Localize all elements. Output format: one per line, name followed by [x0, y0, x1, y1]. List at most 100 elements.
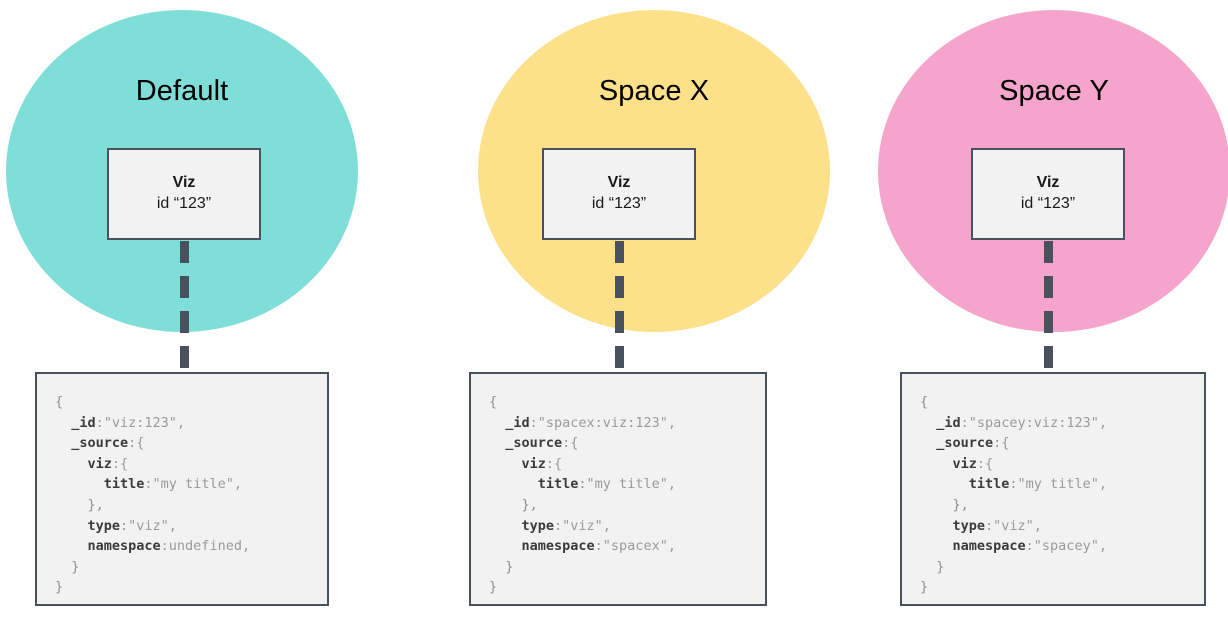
code-line: { — [489, 392, 765, 413]
viz-node-id-label: id “123” — [156, 195, 212, 212]
code-line: title:"my title", — [55, 474, 327, 495]
code-line: title:"my title", — [920, 474, 1204, 495]
code-value: :{ — [993, 435, 1010, 452]
code-key: _source — [505, 435, 563, 452]
viz-node-id-label: id “123” — [1020, 195, 1076, 212]
code-key: _source — [936, 435, 994, 452]
code-key: namespace — [952, 538, 1026, 555]
code-key: viz — [87, 455, 112, 472]
code-key: type — [952, 517, 986, 534]
code-line: type:"viz", — [489, 516, 765, 537]
connector-dash — [615, 241, 624, 263]
connector-dash — [1044, 241, 1053, 263]
code-value: :"spacey", — [1025, 538, 1107, 555]
viz-node-id-label: id “123” — [591, 195, 647, 212]
connector-dash — [180, 311, 189, 333]
connector-dash — [1044, 346, 1053, 368]
code-brace: } — [489, 579, 498, 596]
code-key: title — [968, 476, 1010, 493]
document-code-block-default: { _id:"viz:123", _source:{ viz:{ title:"… — [35, 372, 329, 606]
dashed-connector-spacey — [1044, 241, 1053, 372]
code-line: viz:{ — [489, 454, 765, 475]
code-line: _source:{ — [55, 433, 327, 454]
code-line: _id:"spacex:viz:123", — [489, 413, 765, 434]
code-value: :undefined, — [160, 538, 251, 555]
code-key: viz — [952, 455, 977, 472]
code-line: viz:{ — [920, 454, 1204, 475]
connector-dash — [180, 346, 189, 368]
code-key: viz — [521, 455, 546, 472]
viz-node-type-label: Viz — [607, 174, 631, 191]
code-brace: { — [55, 394, 64, 410]
space-title-spacex: Space X — [598, 75, 710, 107]
code-line: _id:"spacey:viz:123", — [920, 413, 1204, 434]
code-value: :{ — [562, 435, 579, 452]
code-line: }, — [55, 495, 327, 516]
code-line: _source:{ — [489, 433, 765, 454]
code-line: }, — [489, 495, 765, 516]
code-value: :"spacey:viz:123", — [960, 414, 1107, 431]
code-key: _id — [71, 414, 96, 431]
code-value: :"my title", — [1009, 476, 1107, 493]
viz-node-spacey: Viz id “123” — [971, 148, 1125, 240]
space-column-spacey: Space Y Viz id “123” { _id:"spacey:viz:1… — [860, 0, 1228, 622]
code-line: } — [55, 577, 327, 598]
code-line: } — [920, 557, 1204, 578]
code-value: :"spacex:viz:123", — [529, 414, 676, 431]
code-line: namespace:undefined, — [55, 536, 327, 557]
code-value: :"viz", — [120, 517, 177, 534]
code-key: namespace — [87, 538, 161, 555]
viz-node-default: Viz id “123” — [107, 148, 261, 240]
code-value: :{ — [128, 435, 145, 452]
code-value: :"viz", — [985, 517, 1042, 534]
connector-dash — [615, 276, 624, 298]
code-value: :"my title", — [144, 476, 242, 493]
code-brace: }, — [55, 496, 104, 513]
code-brace: } — [489, 558, 514, 575]
code-brace: } — [55, 579, 64, 596]
code-value: :"viz", — [554, 517, 611, 534]
code-brace: }, — [920, 496, 969, 513]
code-key: namespace — [521, 538, 595, 555]
code-key: _source — [71, 435, 129, 452]
code-line: } — [920, 577, 1204, 598]
code-value: :"my title", — [578, 476, 676, 493]
space-column-default: Default Viz id “123” { _id:"viz:123", _s… — [0, 0, 410, 622]
code-line: _source:{ — [920, 433, 1204, 454]
code-value: :{ — [111, 455, 129, 472]
code-value: :{ — [976, 455, 994, 472]
document-code-block-spacey: { _id:"spacey:viz:123", _source:{ viz:{ … — [900, 372, 1206, 606]
code-line: { — [920, 392, 1204, 413]
viz-node-type-label: Viz — [1036, 174, 1060, 191]
code-line: namespace:"spacey", — [920, 536, 1204, 557]
connector-dash — [1044, 276, 1053, 298]
code-line: } — [489, 577, 765, 598]
code-line: viz:{ — [55, 454, 327, 475]
code-line: type:"viz", — [920, 516, 1204, 537]
viz-node-type-label: Viz — [172, 174, 196, 191]
document-code-block-spacex: { _id:"spacex:viz:123", _source:{ viz:{ … — [469, 372, 767, 606]
code-key: _id — [936, 414, 961, 431]
code-key: type — [521, 517, 555, 534]
code-brace: } — [55, 558, 80, 575]
code-key: _id — [505, 414, 530, 431]
code-brace: }, — [489, 496, 538, 513]
connector-dash — [180, 241, 189, 263]
code-brace: } — [920, 579, 929, 596]
code-brace: } — [920, 558, 945, 575]
code-key: title — [103, 476, 145, 493]
connector-dash — [1044, 311, 1053, 333]
code-key: title — [537, 476, 579, 493]
code-line: type:"viz", — [55, 516, 327, 537]
space-title-spacey: Space Y — [999, 75, 1109, 107]
dashed-connector-default — [180, 241, 189, 372]
code-line: { — [55, 392, 327, 413]
code-line: title:"my title", — [489, 474, 765, 495]
code-line: } — [55, 557, 327, 578]
code-line: _id:"viz:123", — [55, 413, 327, 434]
connector-dash — [615, 311, 624, 333]
viz-node-spacex: Viz id “123” — [542, 148, 696, 240]
code-line: }, — [920, 495, 1204, 516]
code-value: :{ — [545, 455, 563, 472]
code-brace: { — [489, 394, 498, 410]
